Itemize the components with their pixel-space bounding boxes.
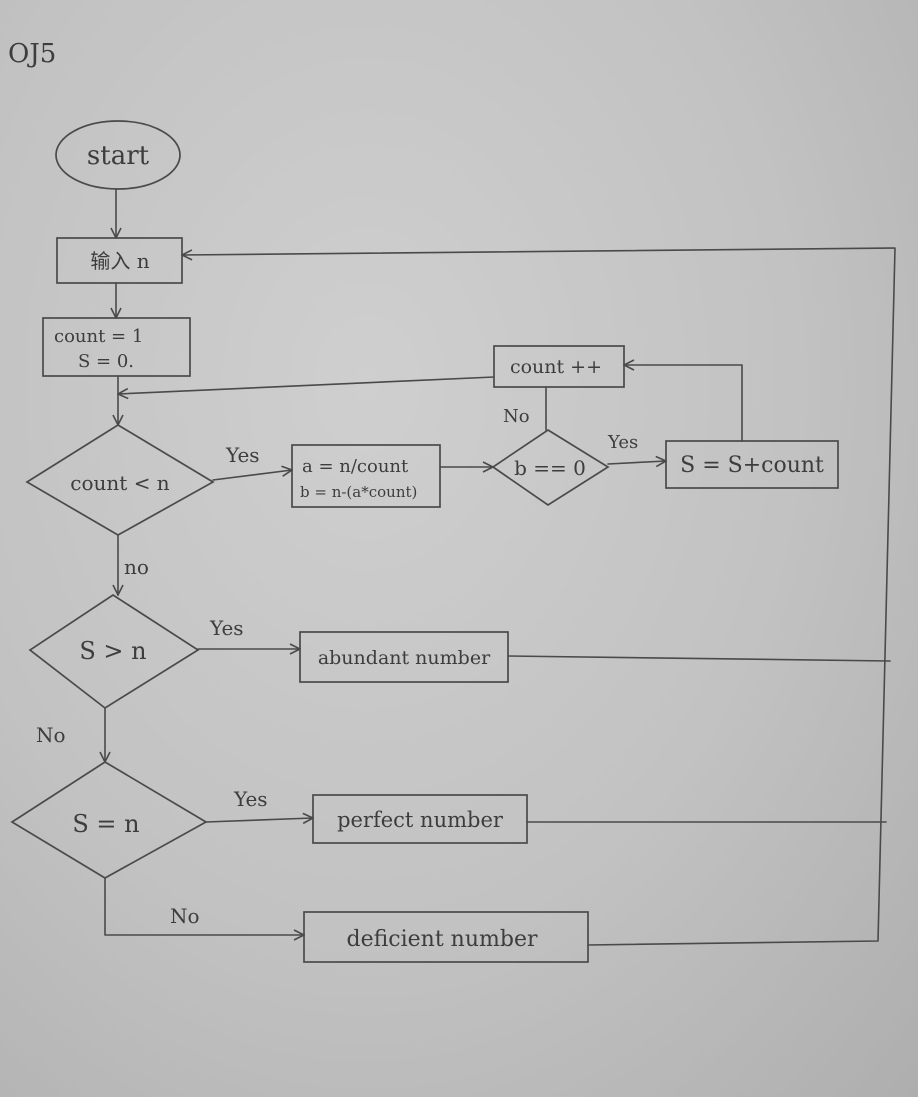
return-line-abundant [507, 655, 891, 662]
arrow-eq-no [104, 877, 304, 935]
label-eq-yes: Yes [233, 787, 268, 811]
init-box: count = 1 S = 0. [42, 317, 191, 377]
arrow-b-yes [607, 461, 666, 464]
return-loop-to-input [182, 247, 896, 946]
b-decision-label: b == 0 [514, 456, 586, 480]
arrow-eq-yes [205, 818, 313, 822]
start-label: start [87, 141, 150, 171]
count-decision-label: count < n [70, 471, 170, 495]
label-count-yes: Yes [225, 443, 260, 467]
calc-line1: a = n/count [302, 456, 409, 477]
gt-decision-label: S > n [79, 637, 146, 665]
label-gt-no: No [36, 723, 66, 747]
label-count-no: no [124, 555, 149, 579]
abundant-label: abundant number [318, 647, 491, 669]
init-line1: count = 1 [54, 326, 143, 347]
increment-box: count ++ [493, 345, 625, 388]
page-label: OJ5 [8, 39, 56, 69]
eq-decision-label: S = n [72, 810, 139, 838]
start-terminator: start [55, 120, 181, 190]
input-label: 输入 n [90, 249, 149, 273]
accumulate-box: S = S+count [665, 440, 839, 489]
perfect-box: perfect number [312, 794, 528, 844]
input-box: 输入 n [56, 237, 183, 284]
abundant-box: abundant number [299, 631, 509, 683]
init-line2: S = 0. [78, 351, 134, 372]
label-b-yes: Yes [607, 432, 638, 453]
perfect-label: perfect number [337, 808, 504, 832]
label-gt-yes: Yes [209, 616, 244, 640]
increment-label: count ++ [510, 356, 602, 378]
arrow-count-yes [212, 470, 292, 481]
arrow-increment-loop [118, 376, 495, 394]
calc-line2: b = n-(a*count) [300, 483, 417, 501]
calc-box: a = n/count b = n-(a*count) [291, 444, 441, 508]
arrow-accumulate-increment [624, 365, 743, 442]
label-eq-no: No [170, 904, 200, 928]
deficient-label: deficient number [347, 927, 538, 952]
accumulate-label: S = S+count [680, 453, 824, 478]
deficient-box: deficient number [303, 911, 589, 963]
label-b-no: No [503, 406, 530, 427]
count-decision: count < n [25, 424, 215, 536]
eq-decision: S = n [10, 761, 208, 879]
b-decision: b == 0 [491, 428, 610, 507]
gt-decision: S > n [28, 593, 200, 710]
